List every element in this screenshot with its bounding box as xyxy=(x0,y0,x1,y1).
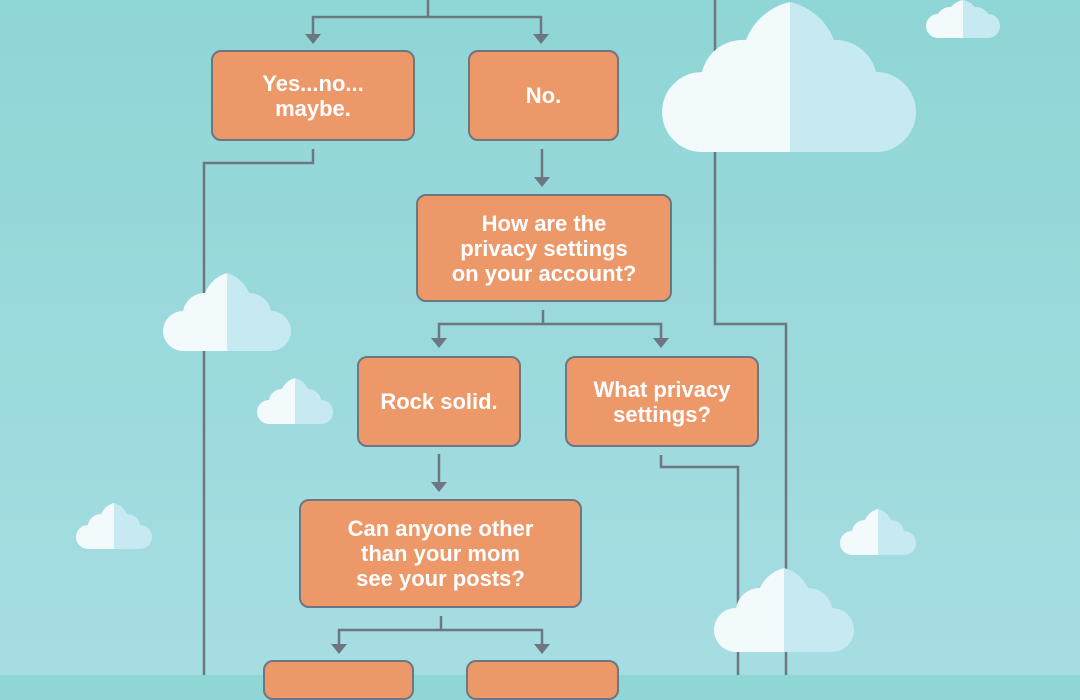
connector-right-route xyxy=(713,0,788,675)
cloud-icon xyxy=(714,568,854,652)
connector-anyone-branch xyxy=(337,628,544,648)
cloud-icon xyxy=(76,503,152,549)
node-bottom-right xyxy=(466,660,619,700)
node-yes-no-maybe: Yes...no... maybe. xyxy=(211,50,415,141)
connector-what-privacy-route xyxy=(659,455,740,675)
arrowhead-bottom-left xyxy=(331,644,347,654)
connector-maybe-route xyxy=(202,149,315,675)
arrowhead-what-privacy xyxy=(653,338,669,348)
connector-top-branch xyxy=(311,15,543,38)
node-bottom-left xyxy=(263,660,414,700)
node-privacy-question: How are the privacy settings on your acc… xyxy=(416,194,672,302)
cloud-icon xyxy=(163,273,291,351)
arrowhead-bottom-right xyxy=(534,644,550,654)
arrowhead-no xyxy=(533,34,549,44)
arrowhead-privacy xyxy=(534,177,550,187)
node-rock-solid: Rock solid. xyxy=(357,356,521,447)
arrowhead-rock-solid xyxy=(431,338,447,348)
cloud-icon xyxy=(840,509,916,555)
arrowhead-anyone xyxy=(431,482,447,492)
connector-lines xyxy=(202,0,788,675)
connector-privacy-branch xyxy=(437,322,663,342)
node-anyone-other: Can anyone other than your mom see your … xyxy=(299,499,582,608)
cloud-icon xyxy=(257,378,333,424)
node-what-privacy-settings: What privacy settings? xyxy=(565,356,759,447)
node-no: No. xyxy=(468,50,619,141)
cloud-icon xyxy=(662,2,916,152)
arrowhead-maybe xyxy=(305,34,321,44)
cloud-icon xyxy=(926,0,1000,38)
